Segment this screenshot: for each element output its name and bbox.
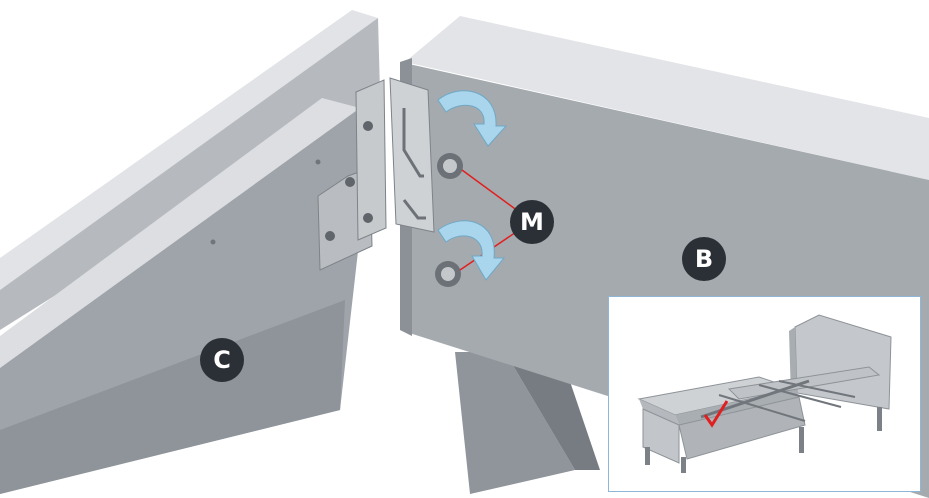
callout-m: M xyxy=(510,200,554,244)
bed-frame-overview xyxy=(637,314,892,473)
callout-c: C xyxy=(200,338,244,382)
bed-leg xyxy=(455,352,575,494)
rotate-arrow-icon xyxy=(437,220,506,281)
left-rail-bracket xyxy=(317,79,387,271)
left-side-rail xyxy=(0,10,380,494)
end-rail-bracket xyxy=(389,77,435,233)
overview-inset xyxy=(608,296,921,492)
callout-b: B xyxy=(682,237,726,281)
check-icon xyxy=(703,400,729,428)
rotate-arrow-icon xyxy=(437,90,508,147)
fastener-bolts xyxy=(435,153,463,287)
